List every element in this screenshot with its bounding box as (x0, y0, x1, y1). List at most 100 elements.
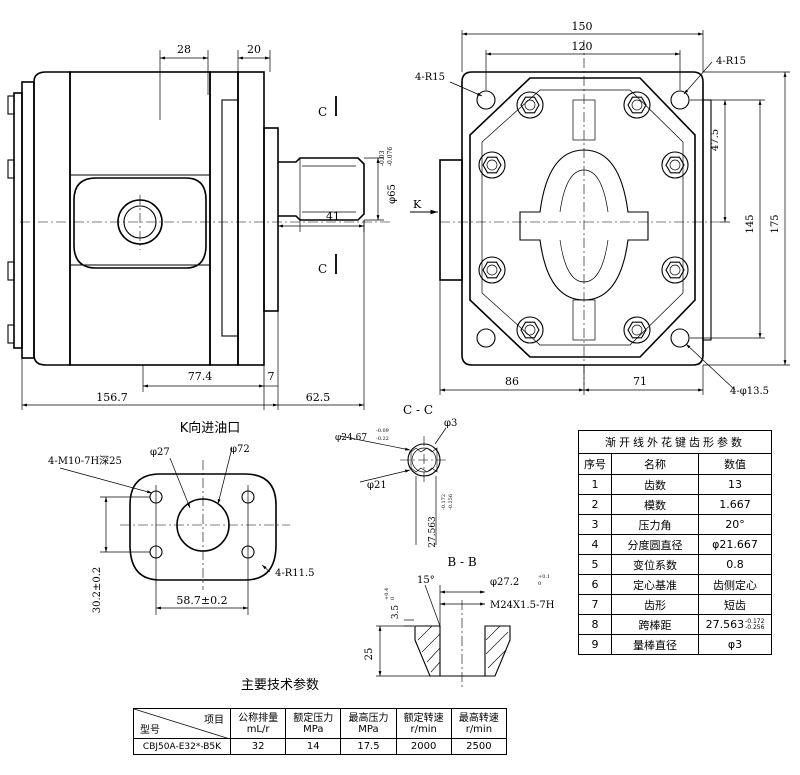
header-text: 额定压力 (293, 712, 334, 724)
cell: 1 (578, 474, 612, 495)
k-view: K向进油口 58.7±0.2 30.2±0.2 4-M10-7H深25 φ27 … (48, 420, 315, 615)
value-rated-speed: 2000 (395, 738, 452, 755)
label-angle-15: 15° (417, 575, 435, 586)
side-view: 28 20 C C φ65 -0.03 -0.076 41 77.4 7 156… (7, 43, 398, 410)
corner-diagonal (134, 709, 230, 739)
cell: 量棒直径 (611, 634, 699, 655)
label-4r11-5: 4-R11.5 (275, 568, 315, 579)
dim-62-5: 62.5 (306, 391, 331, 404)
label-d21: φ21 (367, 480, 387, 491)
header-unit: MPa (358, 723, 379, 735)
cell: 20° (698, 514, 772, 535)
dim-28: 28 (177, 43, 191, 56)
dim-shaft-diameter: φ65 (387, 184, 398, 204)
value-max-speed: 2500 (450, 738, 508, 755)
shaft-tol-lower: -0.076 (387, 147, 394, 166)
cell: 压力角 (611, 514, 699, 535)
cc-title: C - C (403, 403, 433, 417)
header-unit: r/min (410, 723, 437, 735)
gear-header-value: 数值 (698, 453, 772, 475)
dim-30-2: 30.2±0.2 (92, 567, 103, 614)
cell: 模数 (611, 494, 699, 515)
dim-7: 7 (268, 370, 275, 383)
view-arrow-k: K (413, 198, 422, 211)
cc-section: C - C φ3 φ24.67 -0.09 -0.22 φ21 27.563 -… (335, 403, 457, 548)
d24-tol-lower: -0.22 (376, 436, 389, 442)
cell: 4 (578, 534, 612, 555)
cell: 9 (578, 634, 612, 655)
section-mark-c-bottom: C (318, 262, 327, 276)
table-corner-cell: 项目 型号 (133, 708, 231, 739)
shaft-tol-upper: -0.03 (379, 150, 386, 166)
label-3-5: 3.5 (391, 605, 401, 620)
d24-tol-upper: -0.09 (376, 428, 389, 434)
dim-47-5: 47.5 (710, 129, 721, 151)
cell: 8 (578, 614, 612, 635)
section-mark-c-top: C (318, 105, 327, 119)
label-d24-67: φ24.67 (335, 433, 367, 443)
span-tol-upper: -0.172 (745, 618, 765, 625)
value-rated-pressure: 14 (285, 738, 342, 755)
d27-2-tol-upper: +0.1 (538, 574, 550, 580)
cell: φ3 (698, 634, 772, 655)
cell: 7 (578, 594, 612, 615)
cell: 短齿 (698, 594, 772, 615)
front-view: 150 120 4-R15 4-R15 175 145 47.5 86 71 4… (410, 20, 790, 397)
corner-label-item: 项目 (204, 715, 224, 726)
cell: 0.8 (698, 554, 772, 575)
cell: 变位系数 (611, 554, 699, 575)
label-d27-2: φ27.2 (490, 577, 519, 588)
label-4r15-right: 4-R15 (716, 56, 746, 67)
span-distance-value: 27.563 (705, 618, 745, 631)
cell-span-distance: 27.563-0.172-0.256 (698, 614, 772, 635)
tech-table-title: 主要技术参数 (241, 677, 319, 693)
dim-145: 145 (745, 214, 756, 233)
label-4-holes: 4-φ13.5 (730, 386, 769, 397)
dim-77-4: 77.4 (188, 370, 213, 383)
cell: 齿形 (611, 594, 699, 615)
value-displacement: 32 (229, 738, 287, 755)
gear-table-title: 渐开线外花键齿形参数 (578, 430, 772, 454)
span-tol-lower: -0.256 (745, 624, 765, 631)
k-view-title: K向进油口 (180, 420, 241, 436)
d27-tol-upper: -0.172 (441, 494, 447, 510)
label-25: 25 (364, 648, 375, 661)
dim-shaft-length: 41 (326, 210, 340, 223)
cell: 1.667 (698, 494, 772, 515)
cell: 6 (578, 574, 612, 595)
cell: 齿侧定心 (698, 574, 772, 595)
dim-150: 150 (572, 20, 593, 33)
cell: 3 (578, 514, 612, 535)
cell: 5 (578, 554, 612, 575)
gear-header-no: 序号 (578, 453, 612, 475)
cell: 定心基准 (611, 574, 699, 595)
cell: 跨棒距 (611, 614, 699, 635)
header-unit: mL/r (246, 723, 270, 735)
dim-58-7: 58.7±0.2 (176, 594, 227, 607)
dim-20: 20 (247, 43, 261, 56)
header-unit: r/min (465, 723, 493, 735)
dim-71: 71 (633, 375, 647, 388)
corner-label-model: 型号 (140, 725, 160, 736)
header-text: 公称排量 (238, 712, 279, 724)
dim-120: 120 (572, 40, 593, 53)
gear-header-name: 名称 (611, 453, 699, 475)
dim-86: 86 (505, 375, 519, 388)
dim-175: 175 (770, 214, 781, 233)
label-d27: φ27 (150, 447, 170, 458)
table-row: CBJ50A-E32*-B5K 32 14 17.5 2000 2500 (133, 738, 508, 755)
cell: 齿数 (611, 474, 699, 495)
